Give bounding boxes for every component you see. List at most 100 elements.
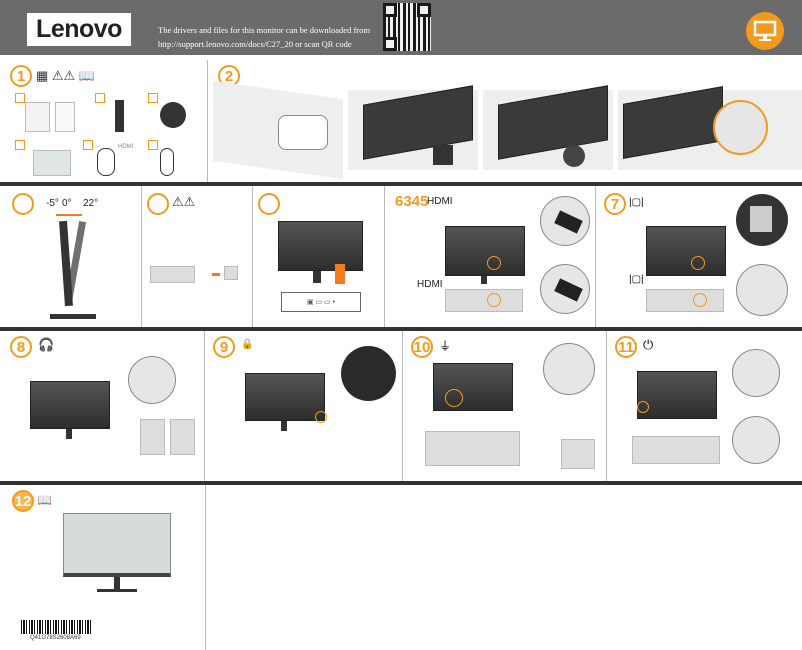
- speaker-image: [170, 419, 195, 455]
- monitor-back-image: [278, 221, 363, 271]
- tilt-angle-max: 22°: [83, 198, 99, 209]
- step-number: [12, 193, 34, 215]
- divider: [0, 327, 802, 331]
- check-icon: [83, 140, 93, 150]
- tilt-angle-min: -5°: [46, 198, 59, 209]
- step-number: 1: [10, 65, 32, 87]
- attach-base-step: [483, 85, 613, 170]
- step-5-ports-panel: ▣ ▭ ▭ •: [253, 186, 385, 328]
- hdmi-connector-detail: [540, 196, 590, 246]
- download-info-url[interactable]: http://support.lenovo.com/docs/C27_20 or…: [158, 39, 352, 49]
- check-icon: [15, 93, 25, 103]
- stand-image: [281, 421, 287, 431]
- base-image: [160, 102, 186, 128]
- monitor-back-image: [637, 371, 717, 419]
- monitor-front-image: [63, 513, 171, 577]
- computer-image: [632, 436, 720, 464]
- power-button-detail: [732, 349, 780, 397]
- step-number: [147, 193, 169, 215]
- monitor-back-image: [30, 381, 110, 429]
- arrow: [212, 273, 220, 276]
- document-image: [55, 102, 75, 132]
- power-outlet-image: [561, 439, 595, 469]
- stand-image: [115, 100, 124, 132]
- manual-image: [25, 102, 50, 132]
- power-outlet-image: [224, 266, 238, 280]
- port-highlight: [487, 256, 501, 270]
- step-8-audio-panel: 8 🎧: [0, 331, 205, 483]
- manual-icon: 📖: [37, 493, 52, 507]
- monitor-back-image: [245, 373, 325, 421]
- divider: [0, 481, 802, 485]
- speaker-image: [140, 419, 165, 455]
- warning-icons: ▦ ⚠⚠ 📖: [36, 68, 96, 83]
- headphone-icon: 🎧: [38, 337, 55, 352]
- vga-connector-detail: [736, 194, 788, 246]
- computer-image: [445, 289, 523, 312]
- vga-connector-detail: [736, 264, 788, 316]
- step-number: 12: [12, 490, 34, 512]
- port-highlight: [487, 293, 501, 307]
- base-image: [50, 314, 96, 319]
- hdmi-label: HDMI: [427, 196, 453, 207]
- monitor-icon: [746, 12, 784, 50]
- hdmi-cable-image: [97, 148, 115, 176]
- lock-slot-highlight: [315, 411, 327, 423]
- monitor-back-image: [433, 363, 513, 411]
- vga-icon: |▢|: [629, 274, 644, 285]
- base-image: [97, 589, 137, 592]
- power-button-detail: [732, 416, 780, 464]
- power-cable-image: [160, 148, 174, 176]
- step-number: 11: [615, 336, 637, 358]
- step-10-power-panel: 10 ⏚: [403, 331, 607, 483]
- port-highlight: [691, 256, 705, 270]
- header-banner: Lenovo The drivers and files for this mo…: [0, 0, 802, 55]
- check-icon: [148, 93, 158, 103]
- tighten-screw-step: [618, 86, 802, 170]
- power-connector-detail: [543, 343, 595, 395]
- stand-image: [114, 577, 120, 590]
- step-number: 6345: [395, 193, 429, 210]
- lock-slot-detail: [341, 346, 396, 401]
- stand-image: [313, 271, 321, 283]
- computer-image: [646, 289, 724, 312]
- barcode-number: Q41G78S2608A69: [30, 635, 81, 641]
- step-3-tilt-panel: -5° 0° 22°: [0, 186, 142, 328]
- vga-icon: |▢|: [629, 197, 644, 208]
- port-highlight: [693, 293, 707, 307]
- step-number: 7: [604, 193, 626, 215]
- barcode: [21, 620, 91, 634]
- hdmi-connector-detail: [540, 264, 590, 314]
- step-12-panel: 12 📖 Q41G78S2608A69: [0, 485, 206, 650]
- monitor-image: [33, 150, 71, 176]
- check-icon: [15, 140, 25, 150]
- qr-code[interactable]: [383, 3, 431, 51]
- step-number: 8: [10, 336, 32, 358]
- power-icon: ⏻: [643, 337, 654, 352]
- step-number: 9: [213, 336, 235, 358]
- step-11-power-on-panel: 11 ⏻: [607, 331, 802, 483]
- monitor-back-image: [646, 226, 726, 276]
- check-icon: [95, 93, 105, 103]
- arrow-down: [335, 264, 345, 284]
- step-6-hdmi-panel: 6345 HDMI HDMI: [385, 186, 596, 328]
- stand-image: [66, 429, 72, 439]
- blank-area: [206, 485, 802, 650]
- power-plug-icon: ⏚: [439, 339, 452, 353]
- divider: [0, 182, 802, 186]
- tilt-angle-zero: 0°: [62, 198, 72, 209]
- step-9-lock-panel: 9 🔒: [205, 331, 403, 483]
- hdmi-label: HDMI: [417, 279, 443, 290]
- tilt-arrow: [56, 214, 82, 216]
- port-panel: ▣ ▭ ▭ •: [281, 292, 361, 312]
- audio-jack-detail: [128, 356, 176, 404]
- warning-icons: ⚠⚠: [172, 194, 196, 209]
- lenovo-logo: Lenovo: [27, 13, 131, 46]
- port-highlight: [445, 389, 463, 407]
- step-7-vga-panel: 7 |▢| |▢|: [596, 186, 802, 328]
- step-number: 10: [411, 336, 433, 358]
- stand-image: [481, 276, 487, 284]
- attach-stand-step: [348, 85, 478, 170]
- monitor-back-image: [445, 226, 525, 276]
- step-4-panel: ⚠⚠: [142, 186, 253, 328]
